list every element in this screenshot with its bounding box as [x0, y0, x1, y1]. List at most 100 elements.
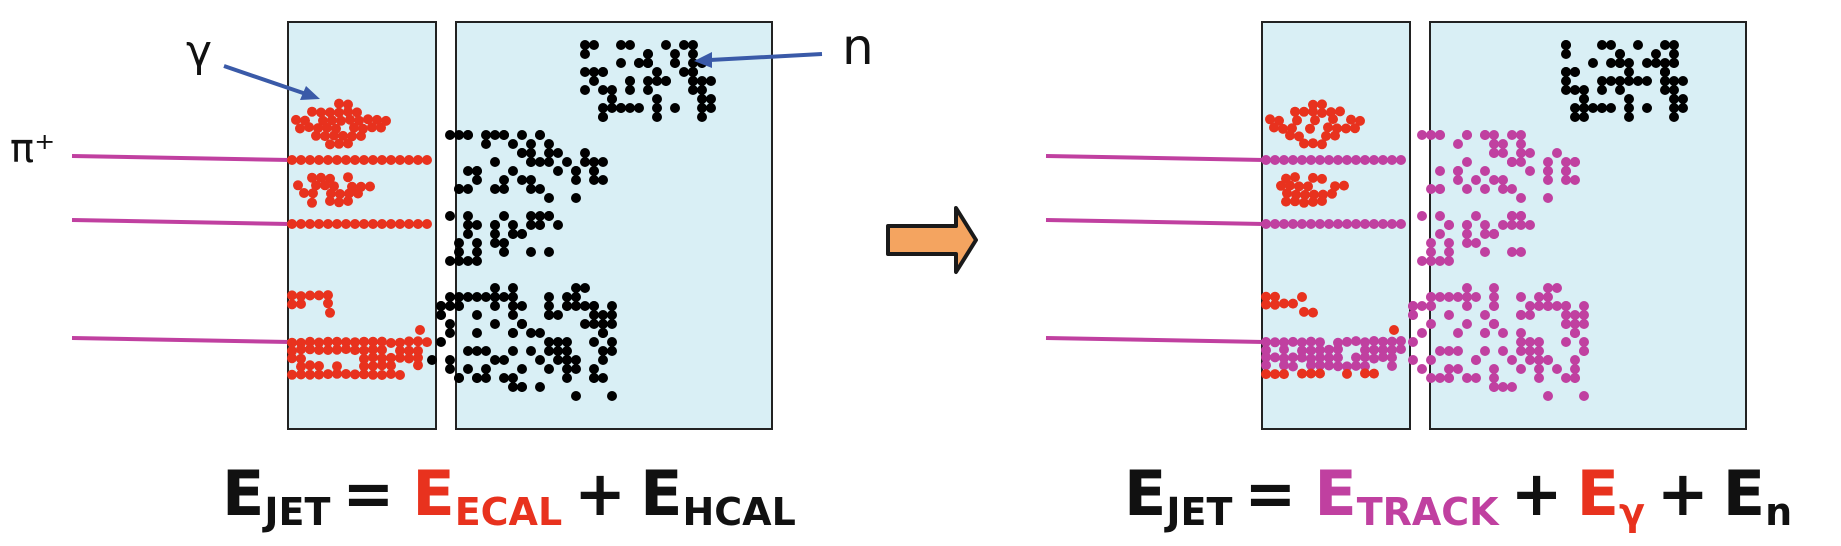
hcal-hit-charged [472, 328, 482, 338]
hcal-hit-charged [544, 247, 554, 257]
hcal-hit-charged [1489, 148, 1499, 158]
track-ecal-hit [1351, 360, 1361, 371]
hcal-hit-charged [1426, 373, 1436, 383]
hcal-hit-charged [445, 211, 455, 221]
track-ecal-hit [395, 219, 405, 229]
hcal-hit-charged [1480, 130, 1490, 140]
track-ecal-hit [1315, 352, 1325, 363]
hcal-hit-charged [1561, 301, 1571, 311]
ecal-hit [1389, 325, 1399, 335]
hcal-hit-neutral [688, 58, 698, 68]
hcal-hit-charged [1426, 238, 1436, 248]
ecal-hit [415, 325, 425, 335]
hcal-hit-charged [589, 301, 599, 311]
track-ecal-hit [1342, 155, 1352, 165]
track-ecal-hit [1297, 352, 1307, 363]
eq-right-ejet: E [1124, 457, 1166, 530]
hcal-hit-neutral [1642, 76, 1652, 86]
track-ecal-hit [350, 337, 360, 348]
hcal-hit-charged [553, 166, 563, 176]
ecal-hit [343, 172, 353, 183]
hcal-hit-charged [1543, 292, 1553, 302]
hcal-hit-charged [1471, 211, 1481, 221]
hcal-hit-charged [445, 328, 455, 338]
hcal-hit-charged [1507, 355, 1517, 365]
hcal-hit-charged [1579, 346, 1589, 356]
hcal-hit-charged [481, 130, 491, 140]
hcal-hit-charged [598, 319, 608, 329]
hcal-hit-charged [472, 175, 482, 185]
ecal-hit [1308, 307, 1318, 318]
track-ecal-hit [377, 360, 387, 371]
hcal-hit-charged [598, 355, 608, 365]
hcal-hit-neutral [1669, 103, 1679, 113]
track-ecal-hit [377, 336, 387, 347]
track-ecal-hit [1396, 344, 1406, 355]
hcal-hit-neutral [643, 58, 653, 68]
eq-left-ejet-sub: JET [261, 490, 330, 534]
right-hcal-box [1429, 21, 1747, 430]
track-ecal-hit [1306, 155, 1316, 165]
hcal-hit-charged [1561, 310, 1571, 320]
track-ecal-hit [332, 336, 342, 347]
hcal-hit-charged [508, 283, 518, 293]
hcal-hit-charged [562, 337, 572, 347]
track-ecal-hit [287, 345, 297, 356]
hcal-hit-neutral [652, 103, 662, 113]
hcal-hit-charged [1417, 328, 1427, 338]
hcal-hit-charged [517, 130, 527, 140]
track-ecal-hit [332, 219, 342, 229]
hcal-hit-neutral [1678, 94, 1688, 104]
ecal-hit [1270, 291, 1280, 302]
hcal-hit-neutral [661, 76, 671, 86]
hcal-hit-charged [508, 373, 518, 383]
hcal-hit-charged [1471, 292, 1481, 302]
hcal-hit-neutral [697, 85, 707, 95]
hcal-hit-charged [562, 157, 572, 167]
hcal-hit-charged [1426, 355, 1436, 365]
hcal-hit-neutral [589, 76, 599, 86]
track-ecal-hit [1387, 352, 1397, 363]
hcal-hit-neutral [1588, 103, 1598, 113]
eq-left-eecal-sub: ECAL [455, 490, 562, 534]
hcal-hit-charged [454, 256, 464, 266]
hcal-hit-charged [1435, 211, 1445, 221]
hcal-hit-charged [598, 157, 608, 167]
ecal-hit [338, 130, 348, 141]
hcal-hit-charged [535, 157, 545, 167]
hcal-hit-charged [472, 220, 482, 230]
hcal-hit-charged [1480, 220, 1490, 230]
track-ecal-hit [386, 219, 396, 229]
hcal-hit-neutral [688, 49, 698, 59]
right-equation: EJET=ETRACK+Eγ+En [1124, 457, 1792, 534]
track-ecal-hit [323, 336, 333, 347]
track-ecal-hit [413, 360, 423, 371]
ecal-hit [332, 368, 342, 379]
ecal-hit [308, 188, 318, 199]
hcal-hit-charged [1579, 310, 1589, 320]
hcal-hit-neutral [625, 40, 635, 50]
ecal-hit [325, 307, 335, 318]
hcal-hit-charged [589, 310, 599, 320]
track-ecal-hit [359, 219, 369, 229]
hcal-hit-neutral [697, 94, 707, 104]
hcal-hit-charged [1552, 148, 1562, 158]
hcal-hit-neutral [1651, 49, 1661, 59]
ecal-hit [1261, 369, 1271, 380]
left-equation: EJET=EECAL+EHCAL [222, 457, 796, 534]
hcal-hit-charged [1435, 130, 1445, 140]
ecal-hit [1339, 180, 1349, 191]
hcal-hit-charged [1507, 130, 1517, 140]
hcal-hit-charged [445, 355, 455, 365]
hcal-hit-charged [1561, 157, 1571, 167]
hcal-hit-charged [1462, 373, 1472, 383]
hcal-hit-charged [1453, 166, 1463, 176]
track-ecal-hit [1387, 155, 1397, 165]
hcal-hit-neutral [1579, 112, 1589, 122]
hcal-hit-charged [454, 247, 464, 257]
eq-right-en-sub: n [1765, 490, 1792, 534]
ecal-hit [323, 290, 333, 301]
ecal-hit [1294, 131, 1304, 142]
hcal-hit-neutral [643, 76, 653, 86]
hcal-hit-charged [580, 283, 590, 293]
